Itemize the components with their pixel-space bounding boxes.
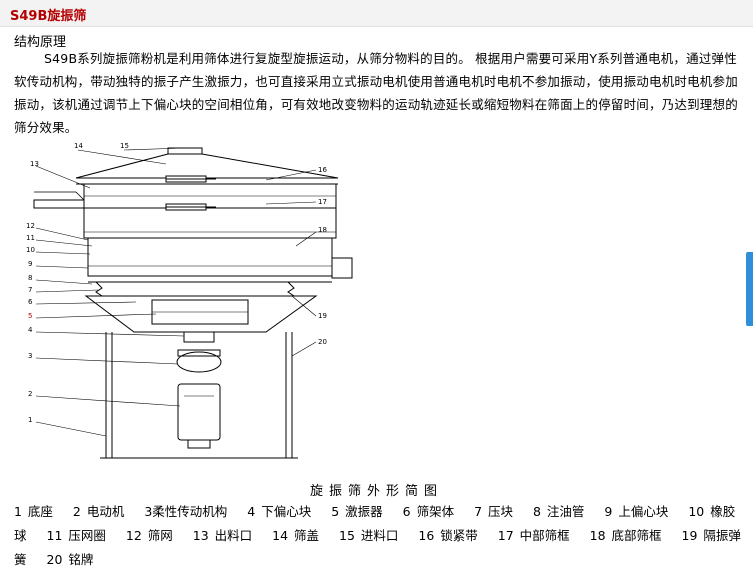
base-frame <box>84 295 318 333</box>
outlet-right <box>331 257 353 279</box>
callout-3: 3 <box>28 352 32 360</box>
flexible-coupling <box>176 351 222 373</box>
callout-14: 14 <box>74 142 83 150</box>
legend-item: 7 压块 <box>474 504 513 519</box>
legend-item: 11 压网圈 <box>46 528 106 543</box>
callout-10: 10 <box>26 246 35 254</box>
vibrating-screen-diagram: 14 15 16 13 17 12 11 10 18 9 8 7 6 5 4 3… <box>26 142 353 459</box>
legend-item: 19 隔振弹簧 <box>14 528 741 567</box>
parts-legend: 1 底座 2 电动机 3柔性传动机构 4 下偏心块 5 激振器 6 筛架体 7 … <box>14 500 749 572</box>
callout-20: 20 <box>318 338 327 346</box>
legend-item: 6 筛架体 <box>402 504 455 519</box>
callout-15: 15 <box>120 142 129 150</box>
intro-paragraph: S49B系列旋振筛粉机是利用筛体进行复旋型旋振运动，从筛分物料的目的。 根据用户… <box>14 51 738 135</box>
callout-19: 19 <box>318 312 327 320</box>
diagram-caption: 旋振筛外形简图 <box>309 484 443 499</box>
legend-item: 14 筛盖 <box>272 528 320 543</box>
legend-item: 18 底部筛框 <box>589 528 662 543</box>
section-heading: 结构原理 <box>14 35 67 50</box>
legend-item: 1 底座 <box>14 504 53 519</box>
legend-item: 12 筛网 <box>125 528 173 543</box>
title-bar: S49B旋振筛 <box>0 0 753 27</box>
callout-11: 11 <box>26 234 35 242</box>
callout-1: 1 <box>28 416 32 424</box>
legend-item: 16 锁紧带 <box>418 528 478 543</box>
side-feedback-tab[interactable] <box>746 252 753 326</box>
callout-4: 4 <box>28 326 33 334</box>
page-title: S49B旋振筛 <box>10 9 87 24</box>
motor <box>177 383 221 441</box>
middle-frame <box>83 207 337 239</box>
callout-17: 17 <box>318 198 327 206</box>
callout-12: 12 <box>26 222 35 230</box>
spring-left <box>95 281 103 297</box>
spring-right <box>287 281 295 297</box>
legend-item: 13 出料口 <box>192 528 253 543</box>
legend-item: 4 下偏心块 <box>247 504 312 519</box>
legend-item: 10 橡胶球 <box>14 504 736 543</box>
callout-18: 18 <box>318 226 327 234</box>
legend-item: 15 进料口 <box>339 528 399 543</box>
callout-13: 13 <box>30 160 39 168</box>
callout-8: 8 <box>28 274 32 282</box>
side-chute <box>33 199 85 209</box>
callout-6: 6 <box>28 298 33 306</box>
legend-item: 20 铭牌 <box>46 552 94 567</box>
callout-7: 7 <box>28 286 32 294</box>
bottom-frame <box>87 237 333 277</box>
legend-item: 3柔性传动机构 <box>144 504 228 519</box>
callout-5: 5 <box>28 312 32 320</box>
legend-item: 5 激振器 <box>331 504 383 519</box>
screen-cover <box>75 153 339 179</box>
legend-item: 2 电动机 <box>72 504 125 519</box>
legend-item: 8 注油管 <box>532 504 585 519</box>
legend-item: 9 上偏心块 <box>604 504 669 519</box>
callout-9: 9 <box>28 260 32 268</box>
legend-item: 17 中部筛框 <box>497 528 570 543</box>
inlet-port <box>167 147 203 155</box>
callout-16: 16 <box>318 166 327 174</box>
callout-2: 2 <box>28 390 32 398</box>
